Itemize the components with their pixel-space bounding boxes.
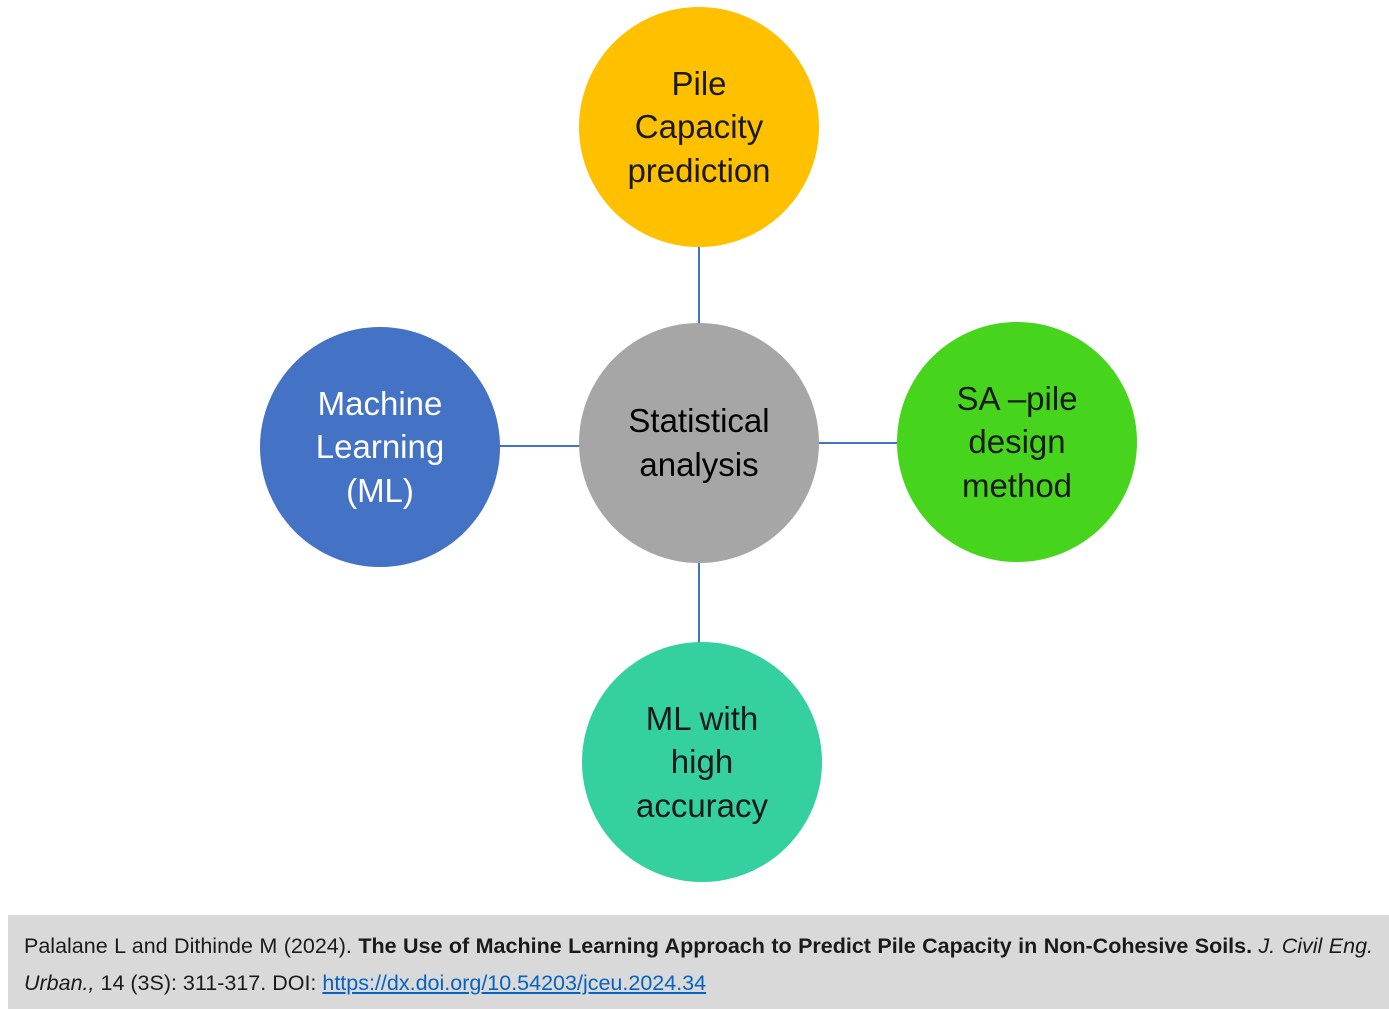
citation-authors: Palalane L and Dithinde M (2024). (24, 934, 359, 958)
citation-text: Palalane L and Dithinde M (2024). The Us… (24, 928, 1373, 1002)
connector-right (816, 442, 900, 444)
doi-link[interactable]: https://dx.doi.org/10.54203/jceu.2024.34 (322, 971, 707, 995)
citation-title: The Use of Machine Learning Approach to … (358, 934, 1259, 958)
citation-bar: Palalane L and Dithinde M (2024). The Us… (8, 915, 1389, 1009)
citation-journal: J. Civil Eng. Urban., (24, 934, 1374, 995)
node-sa-pile-design-method: SA –pile design method (897, 322, 1137, 562)
connector-top (698, 245, 700, 327)
connector-left (498, 445, 582, 447)
node-statistical-analysis: Statistical analysis (579, 323, 819, 563)
node-pile-capacity-prediction: Pile Capacity prediction (579, 7, 819, 247)
connector-bottom (698, 561, 700, 645)
node-ml-high-accuracy: ML with high accuracy (582, 642, 822, 882)
citation-issue: 14 (3S): 311-317. DOI: (100, 971, 323, 995)
node-machine-learning: Machine Learning (ML) (260, 327, 500, 567)
